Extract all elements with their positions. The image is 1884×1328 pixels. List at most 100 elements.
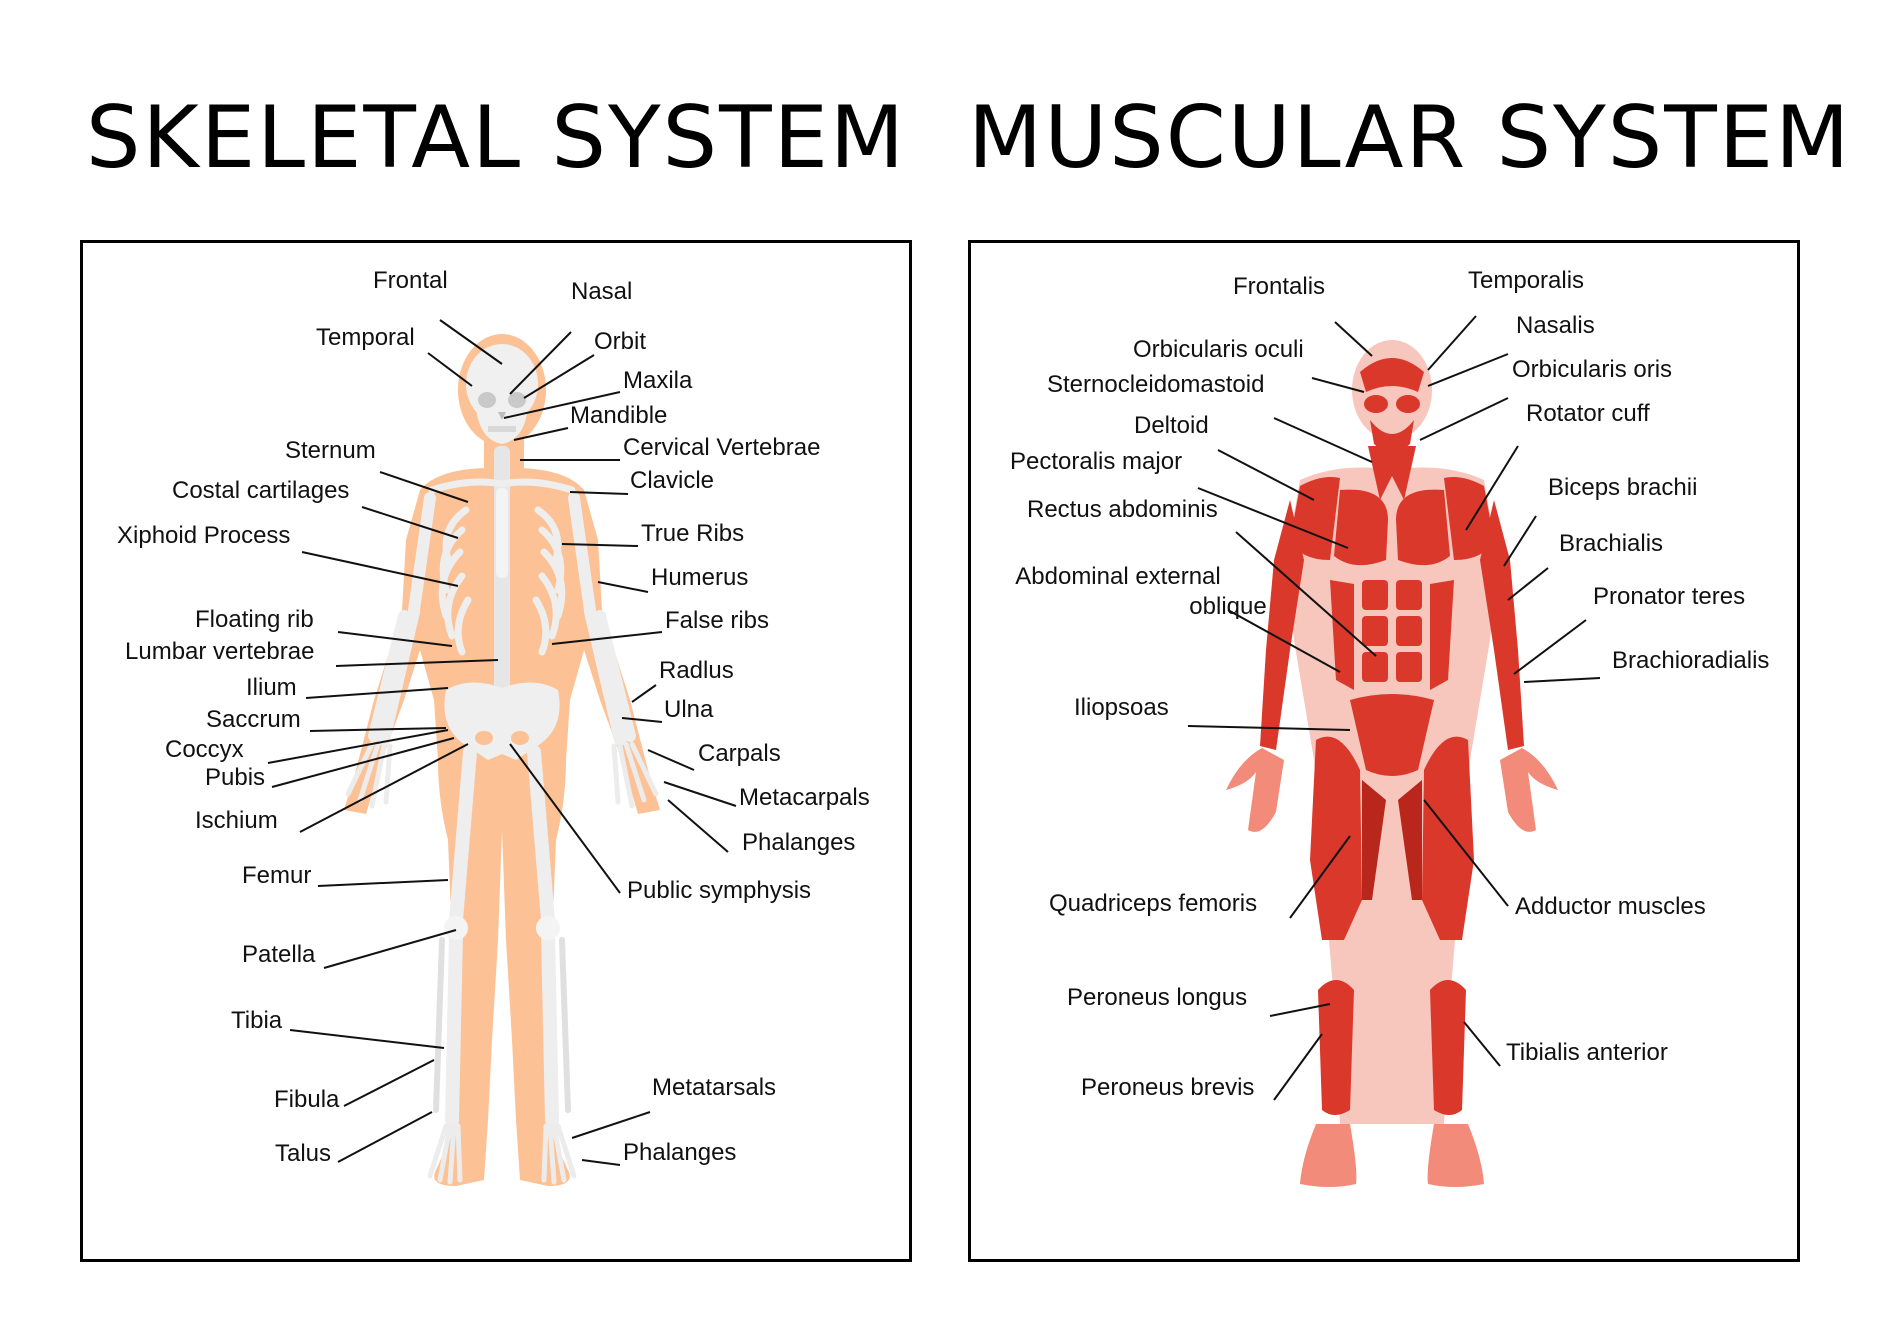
feet — [427, 1123, 577, 1185]
muscular-leader-line — [1427, 353, 1509, 387]
skeletal-leader-line — [343, 1059, 435, 1107]
muscular-leader-line — [1187, 725, 1351, 731]
skeletal-label: Carpals — [698, 740, 781, 767]
muscular-leader-line — [1513, 619, 1587, 675]
muscular-label: Peroneus longus — [1067, 984, 1248, 1011]
skeletal-label: Patella — [242, 941, 316, 968]
skeletal-leader-line — [503, 391, 621, 419]
skeletal-leader-line — [337, 631, 453, 647]
skeletal-leader-line — [439, 319, 503, 365]
skeletal-label: Ilium — [246, 674, 297, 701]
hands-feet — [1226, 748, 1558, 1187]
fibula-bones — [433, 937, 571, 1113]
skeletal-leader-line — [509, 743, 621, 894]
pelvis — [444, 682, 560, 760]
muscular-label: Biceps brachii — [1548, 474, 1698, 501]
skeletal-label: Sternum — [285, 437, 376, 464]
skeletal-leader-line — [667, 799, 729, 853]
skeletal-label: Lumbar vertebrae — [125, 638, 315, 665]
skeletal-leader-line — [323, 929, 457, 969]
arm-bones — [368, 492, 636, 746]
skeletal-label: Floating rib — [195, 606, 314, 633]
skeletal-label: Mandible — [570, 402, 668, 429]
skeletal-label: Phalanges — [742, 829, 856, 856]
muscular-label: Brachialis — [1559, 530, 1664, 557]
skeletal-leader-line — [427, 352, 473, 387]
leg-muscles — [1310, 736, 1474, 1115]
muscular-label: Frontalis — [1233, 273, 1326, 300]
head-muscles — [1360, 358, 1424, 500]
muscular-label: Rotator cuff — [1526, 400, 1650, 427]
muscular-label: Pectoralis major — [1010, 448, 1183, 475]
muscular-label: Rectus abdominis — [1027, 496, 1218, 523]
muscular-label: Adductor muscles — [1515, 893, 1706, 920]
skeletal-leader-line — [305, 687, 449, 699]
skeletal-label: Talus — [275, 1140, 332, 1167]
muscular-leader-line — [1289, 835, 1351, 919]
muscular-leader-line — [1423, 799, 1509, 907]
skeletal-leader-line — [647, 749, 695, 771]
skeletal-label: Ulna — [664, 696, 714, 723]
muscular-leader-line — [1217, 449, 1315, 501]
skeletal-label: Radlus — [659, 657, 734, 684]
skeletal-label: Clavicle — [630, 467, 715, 494]
skeletal-label: Metatarsals — [652, 1074, 777, 1101]
muscular-leader-line — [1273, 417, 1373, 463]
left-patella — [444, 916, 468, 940]
muscular-figure — [1226, 340, 1558, 1187]
muscular-label: Abdominal external — [1015, 563, 1221, 590]
skeletal-label: Coccyx — [165, 736, 244, 763]
skeletal-label: Frontal — [373, 267, 448, 294]
leader-lines — [267, 315, 1601, 1166]
skeletal-leader-line — [597, 581, 649, 593]
muscular-leader-line — [1273, 1033, 1323, 1101]
skeletal-leader-line — [309, 727, 447, 732]
leg-bones — [445, 745, 559, 1127]
skeletal-leader-line — [271, 737, 455, 788]
skeletal-leader-line — [335, 659, 499, 667]
sternum-bone — [496, 488, 508, 578]
muscular-label: Sternocleidomastoid — [1047, 371, 1265, 398]
skeletal-leader-line — [509, 331, 572, 395]
muscular-title: MUSCULAR SYSTEM — [968, 88, 1852, 188]
muscular-leader-line — [1419, 397, 1509, 441]
skeletal-leader-line — [301, 551, 459, 587]
right-patella — [536, 916, 560, 940]
skeletal-label: Nasal — [571, 278, 633, 305]
skeletal-label: Public symphysis — [627, 877, 812, 904]
skeletal-figure — [344, 334, 660, 1186]
skeletal-label: Cervical Vertebrae — [623, 434, 821, 461]
skeletal-label: Maxila — [623, 367, 693, 394]
skeletal-leader-line — [571, 1111, 651, 1139]
muscular-leader-line — [1311, 377, 1365, 393]
ribcage — [428, 478, 576, 656]
skeletal-title: SKELETAL SYSTEM — [85, 88, 907, 188]
skeletal-label: Pubis — [205, 764, 266, 791]
hands — [345, 741, 659, 809]
muscular-label: Nasalis — [1516, 312, 1595, 339]
skeletal-label: Orbit — [594, 328, 647, 355]
muscular-leader-line — [1523, 677, 1601, 683]
skeletal-label: False ribs — [665, 607, 770, 634]
skeletal-label: Humerus — [651, 564, 749, 591]
muscular-leader-line — [1197, 487, 1349, 549]
muscular-label: oblique — [1189, 593, 1267, 620]
skeletal-label: Femur — [242, 862, 312, 889]
skeletal-label: Costal cartilages — [172, 477, 350, 504]
skeletal-leader-line — [337, 1111, 433, 1163]
muscular-leader-line — [1427, 315, 1477, 371]
skeletal-leader-line — [561, 543, 639, 547]
muscular-leader-line — [1507, 567, 1549, 601]
skeletal-label: Xiphoid Process — [117, 522, 291, 549]
skeletal-label: Saccrum — [206, 706, 301, 733]
skeletal-leader-line — [551, 631, 663, 645]
arm-muscles — [1260, 500, 1524, 750]
skeletal-leader-line — [267, 729, 449, 764]
muscular-label: Iliopsoas — [1074, 694, 1169, 721]
skeletal-leader-line — [621, 717, 663, 723]
skeletal-leader-line — [581, 1159, 621, 1166]
skeletal-leader-line — [317, 879, 449, 887]
muscular-label: Orbicularis oculi — [1133, 336, 1304, 363]
skeletal-label: Phalanges — [623, 1139, 737, 1166]
